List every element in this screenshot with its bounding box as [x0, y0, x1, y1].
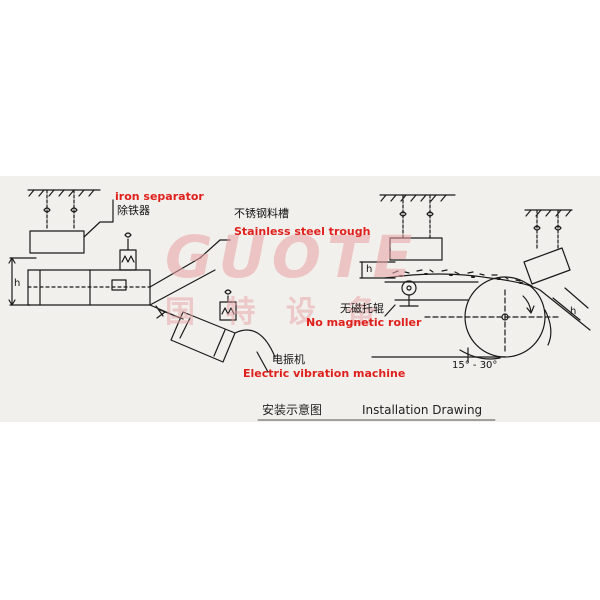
- label-trough-cn: 不锈钢料槽: [234, 207, 289, 220]
- left-trough-spring: [119, 232, 137, 271]
- roller-leader: [384, 304, 396, 317]
- label-height-right: h: [570, 306, 577, 317]
- label-motor-cn: 电振机: [272, 353, 305, 366]
- caption-english: Installation Drawing: [362, 403, 483, 417]
- motor-spring: [219, 289, 237, 321]
- height-marker-left: [8, 257, 37, 306]
- no-magnetic-roller: [399, 280, 419, 307]
- label-height-left: h: [14, 278, 21, 289]
- caption-chinese: 安装示意图: [262, 403, 323, 417]
- angle-indicator: [459, 347, 501, 363]
- drawing-paper: [0, 176, 600, 422]
- height-marker-right: [552, 287, 589, 321]
- label-angle: 15° - 30°: [452, 360, 498, 371]
- watermark-logo: GUOTE: [165, 223, 419, 291]
- right-magnet-b: [523, 247, 571, 285]
- label-trough-en: Stainless steel trough: [234, 225, 371, 238]
- right-magnet-a: [389, 237, 443, 261]
- label-height-mid: h: [366, 264, 373, 275]
- right-ceiling-mount-a: [379, 194, 456, 239]
- vibration-motor: [155, 305, 276, 363]
- iron-separator-body: [29, 230, 85, 254]
- right-ceiling-mount-b: [524, 209, 573, 251]
- label-roller-cn: 无磁托辊: [340, 302, 384, 315]
- head-pulley: [371, 276, 561, 358]
- watermark-chinese: 国 特 设 备: [165, 295, 387, 330]
- iron-separator-leader: [83, 199, 114, 238]
- left-ceiling-mount: [27, 189, 101, 231]
- label-iron-separator-en: iron separator: [115, 190, 204, 203]
- label-motor-en: Electric vibration machine: [243, 367, 406, 380]
- motor-leader: [256, 351, 269, 373]
- label-roller-en: No magnetic roller: [306, 316, 422, 329]
- label-iron-separator-cn: 除铁器: [117, 204, 150, 217]
